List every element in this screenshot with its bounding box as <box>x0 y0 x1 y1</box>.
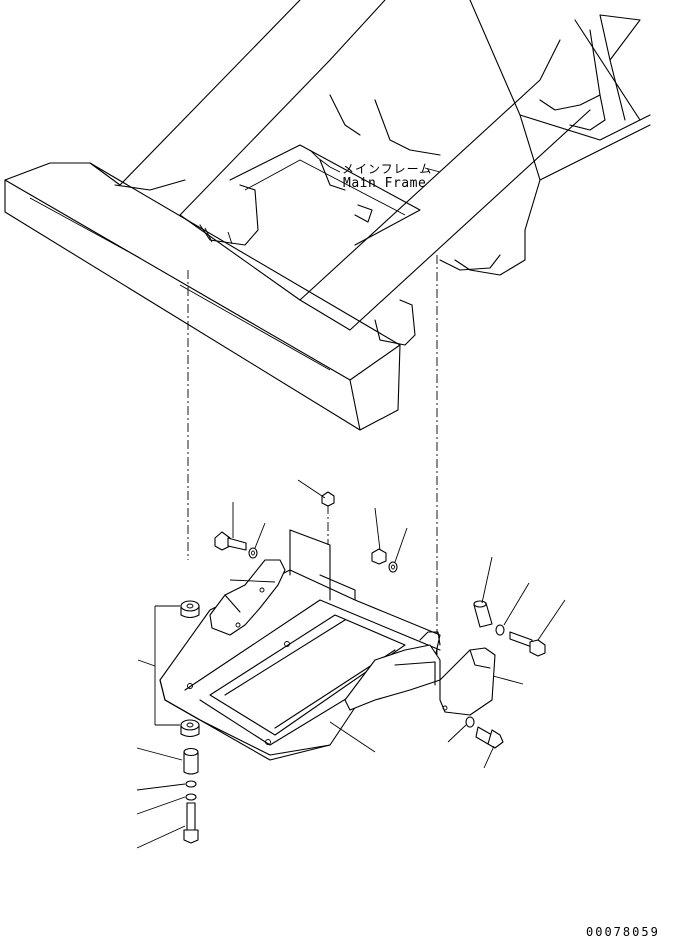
rubber-mount-upper <box>180 600 200 619</box>
under-cover-plate <box>159 529 441 761</box>
right-bracket <box>344 631 441 711</box>
main-frame-label-en: Main Frame <box>343 176 427 191</box>
drawing-number: 00078059 <box>586 925 660 939</box>
alignment-center-lines <box>187 255 438 660</box>
washer-right <box>495 624 505 636</box>
washer-upper-left <box>248 547 258 559</box>
bolt-lower-right <box>475 726 504 749</box>
bolt-right <box>509 631 546 657</box>
washer-lower-1 <box>185 780 197 788</box>
collar-lower <box>183 747 199 775</box>
nut-middle <box>371 548 387 565</box>
callout-leaders <box>136 479 566 849</box>
spacer-right <box>473 600 493 628</box>
right-mount-plate <box>439 647 496 716</box>
bolt-lower-left <box>183 802 199 844</box>
washer-lower-2 <box>185 793 197 801</box>
main-frame <box>4 0 651 431</box>
bolt-upper-left <box>214 531 247 551</box>
washer-lower-right <box>465 716 475 728</box>
main-frame-label-jp: メインフレーム <box>342 162 433 176</box>
left-bracket <box>209 559 286 636</box>
nut-top <box>321 491 335 507</box>
rubber-mount-lower <box>180 719 200 738</box>
hardware-parts <box>180 491 546 844</box>
washer-middle <box>388 561 398 573</box>
